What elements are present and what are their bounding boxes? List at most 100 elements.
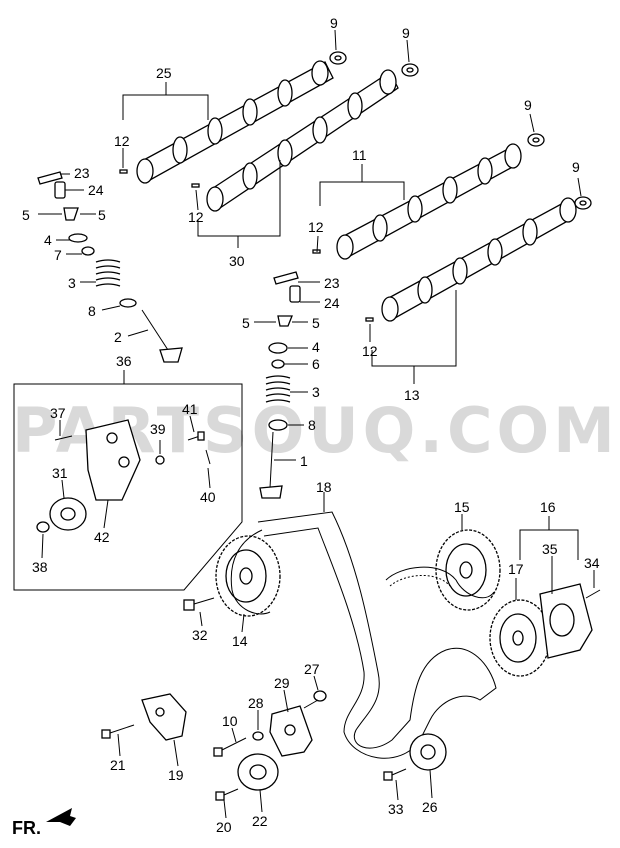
- label-24-a: 24: [88, 182, 104, 198]
- label-24-b: 24: [324, 295, 340, 311]
- label-9-b: 9: [402, 25, 410, 41]
- washer-28[interactable]: [252, 731, 264, 741]
- label-4-a: 4: [44, 232, 52, 248]
- nut-38[interactable]: [36, 521, 50, 533]
- label-12-b: 12: [188, 209, 204, 225]
- bolt-41[interactable]: [187, 431, 205, 441]
- label-13: 13: [404, 387, 420, 403]
- washer-9-c[interactable]: [527, 133, 545, 147]
- label-1: 1: [300, 453, 308, 469]
- cam-plate-35[interactable]: [539, 583, 593, 659]
- bolt-21[interactable]: [101, 724, 135, 739]
- bolt-34[interactable]: [585, 589, 601, 599]
- valve-1[interactable]: [259, 431, 283, 499]
- sprocket-17[interactable]: [489, 599, 551, 677]
- label-19: 19: [168, 767, 184, 783]
- keeper-5-left[interactable]: [63, 207, 79, 221]
- camshaft-25[interactable]: [136, 60, 334, 184]
- pin-12-a[interactable]: [119, 169, 128, 174]
- seal-7-left[interactable]: [81, 246, 95, 256]
- bolt-20[interactable]: [215, 788, 239, 801]
- camshaft-11[interactable]: [336, 143, 522, 260]
- bolt-37[interactable]: [54, 435, 73, 441]
- label-9-a: 9: [330, 15, 338, 31]
- stud-27[interactable]: [303, 690, 327, 709]
- label-7: 7: [54, 247, 62, 263]
- label-5-a: 5: [22, 207, 30, 223]
- washer-9-b[interactable]: [401, 63, 419, 77]
- label-22: 22: [252, 813, 268, 829]
- label-9-c: 9: [524, 97, 532, 113]
- pulley-22[interactable]: [237, 753, 279, 791]
- rocker-23-left[interactable]: [37, 171, 63, 185]
- sprocket-14[interactable]: [215, 535, 281, 617]
- spring-3-right[interactable]: [265, 375, 291, 403]
- tensioner-arm-29[interactable]: [269, 705, 313, 757]
- label-14: 14: [232, 633, 248, 649]
- label-36: 36: [116, 353, 132, 369]
- label-2: 2: [114, 329, 122, 345]
- label-15: 15: [454, 499, 470, 515]
- bracket-42[interactable]: [85, 419, 141, 501]
- label-17: 17: [508, 561, 524, 577]
- label-12-d: 12: [362, 343, 378, 359]
- tensioner-assembly-box: [13, 383, 243, 591]
- keeper-5-right[interactable]: [277, 315, 293, 327]
- label-32: 32: [192, 627, 208, 643]
- idler-26[interactable]: [409, 733, 447, 771]
- washer-9-d[interactable]: [574, 196, 592, 210]
- retainer-4-left[interactable]: [68, 233, 88, 243]
- sensor-19[interactable]: [141, 693, 187, 741]
- leader-lines: [38, 29, 595, 819]
- washer-9-a[interactable]: [329, 51, 347, 65]
- label-30: 30: [229, 253, 245, 269]
- orientation-label: FR.: [12, 818, 41, 838]
- camshaft-13[interactable]: [381, 197, 577, 322]
- sprocket-15[interactable]: [435, 529, 501, 611]
- spring-3-left[interactable]: [95, 259, 121, 287]
- label-8-a: 8: [88, 303, 96, 319]
- label-27: 27: [304, 661, 320, 677]
- bolt-10[interactable]: [213, 737, 247, 757]
- pin-12-b[interactable]: [191, 183, 200, 188]
- label-42: 42: [94, 529, 110, 545]
- label-20: 20: [216, 819, 232, 835]
- label-9-d: 9: [572, 159, 580, 175]
- seat-8-right[interactable]: [268, 419, 288, 431]
- label-16: 16: [540, 499, 556, 515]
- label-5-b: 5: [98, 207, 106, 223]
- label-29: 29: [274, 675, 290, 691]
- lash-adjuster-24-right[interactable]: [289, 285, 301, 303]
- bolt-32[interactable]: [183, 597, 215, 611]
- front-arrow-icon: [46, 808, 76, 826]
- valve-2[interactable]: [141, 309, 183, 363]
- pin-12-c[interactable]: [312, 249, 321, 254]
- pin-12-d[interactable]: [365, 317, 374, 322]
- label-6: 6: [312, 356, 320, 372]
- seal-6-right[interactable]: [271, 359, 285, 369]
- label-10: 10: [222, 713, 238, 729]
- label-38: 38: [32, 559, 48, 575]
- label-39: 39: [150, 421, 166, 437]
- label-31: 31: [52, 465, 68, 481]
- label-12-a: 12: [114, 133, 130, 149]
- label-37: 37: [50, 405, 66, 421]
- retainer-4-right[interactable]: [268, 342, 288, 354]
- label-33: 33: [388, 801, 404, 817]
- label-5-c: 5: [242, 315, 250, 331]
- rocker-23-right[interactable]: [273, 271, 299, 285]
- label-11: 11: [352, 147, 367, 163]
- label-21: 21: [110, 757, 126, 773]
- idler-pulley-31[interactable]: [49, 497, 87, 531]
- seat-8-left[interactable]: [119, 298, 137, 308]
- label-3-a: 3: [68, 275, 76, 291]
- camshaft-30[interactable]: [206, 69, 399, 212]
- label-23-a: 23: [74, 165, 90, 181]
- lash-adjuster-24-left[interactable]: [54, 181, 66, 199]
- washer-39[interactable]: [155, 455, 165, 465]
- bolt-40[interactable]: [205, 449, 211, 465]
- label-3-b: 3: [312, 384, 320, 400]
- bolt-33[interactable]: [383, 768, 407, 781]
- timing-belt-18[interactable]: [230, 511, 497, 759]
